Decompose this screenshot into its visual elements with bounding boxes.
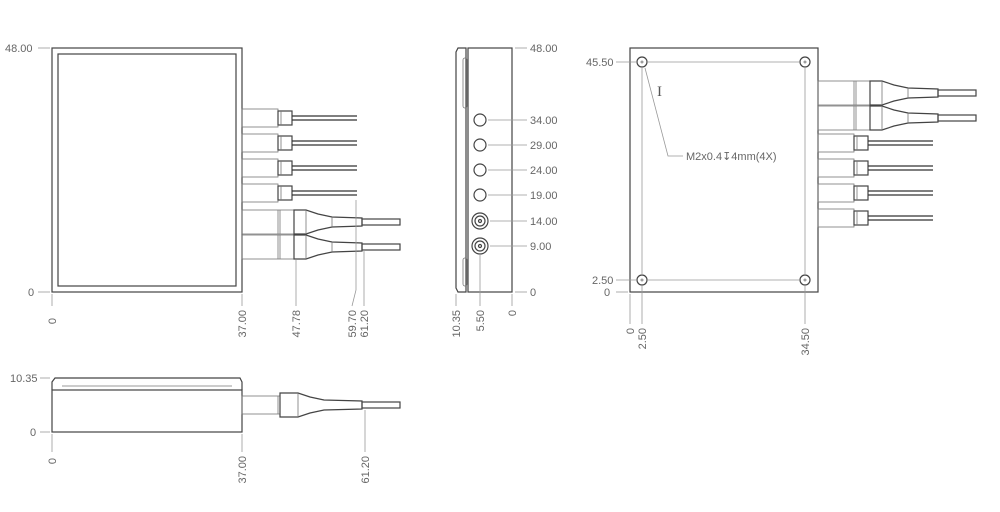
- dim-label: 34.50: [800, 328, 812, 356]
- callout-leader: [644, 67, 683, 157]
- connector-fiber: [817, 80, 977, 106]
- dim-label: 48.00: [530, 43, 558, 55]
- datum-marker: I: [657, 84, 662, 100]
- housing-bottom-outline: [51, 389, 243, 433]
- dim-label: 61.20: [359, 310, 371, 338]
- dim-label: 24.00: [530, 165, 558, 177]
- connector-fiber: [241, 234, 401, 260]
- bottom-view: 10.35 0 0 37.00 61.20: [10, 373, 401, 484]
- dim-label: 0: [28, 287, 34, 299]
- connector-fiber: [241, 392, 401, 418]
- dim-label: 48.00: [5, 43, 33, 55]
- dim-label: 37.00: [237, 310, 249, 338]
- dim-label: 34.00: [530, 115, 558, 127]
- connector-small: [241, 108, 358, 128]
- dim-label: 0: [625, 328, 637, 334]
- dim-label: 47.78: [291, 310, 303, 338]
- mounting-holes: [636, 56, 811, 286]
- dim-label: 61.20: [360, 456, 372, 484]
- connector-port-circles: [471, 113, 489, 255]
- dim-label: 10.35: [451, 310, 463, 338]
- dim-label: 10.35: [10, 373, 38, 385]
- connector-small: [817, 208, 934, 228]
- dim-label: 29.00: [530, 140, 558, 152]
- connector-fiber: [817, 105, 977, 131]
- dim-label: 0: [530, 287, 536, 299]
- dim-label: 2.50: [637, 328, 649, 349]
- connector-small: [241, 183, 358, 203]
- connector-small: [241, 158, 358, 178]
- dim-label: 37.00: [237, 456, 249, 484]
- dim-label: 0: [604, 287, 610, 299]
- connector-small: [241, 133, 358, 153]
- hole-callout: M2x0.4↧4mm(4X): [686, 151, 777, 163]
- housing-inner-outline: [57, 53, 237, 287]
- dim-label: 14.00: [530, 216, 558, 228]
- connector-small: [817, 158, 934, 178]
- front-view: 48.00 0 0 37.00 47.78 59.70 61.20: [5, 43, 401, 338]
- back-view: I M2x0.4↧4mm(4X) 45.50 2.50 0 0 2.50 34.…: [586, 47, 977, 356]
- dim-label: 19.00: [530, 190, 558, 202]
- dim-label: 59.70: [347, 310, 359, 338]
- side-view: 48.00 34.00 29.00 24.00 19.00 14.00 9.00…: [451, 43, 558, 338]
- dim-label: 45.50: [586, 57, 614, 69]
- dim-label: 0: [47, 458, 59, 464]
- dim-label: 0: [47, 318, 59, 324]
- dim-label: 0: [30, 427, 36, 439]
- dim-label: 2.50: [592, 275, 613, 287]
- connector-small: [817, 133, 934, 153]
- housing-outline: [51, 47, 243, 293]
- dim-label: 0: [507, 310, 519, 316]
- dim-label: 5.50: [475, 310, 487, 331]
- connector-fiber: [241, 209, 401, 235]
- connector-small: [817, 183, 934, 203]
- dim-label: 9.00: [530, 241, 551, 253]
